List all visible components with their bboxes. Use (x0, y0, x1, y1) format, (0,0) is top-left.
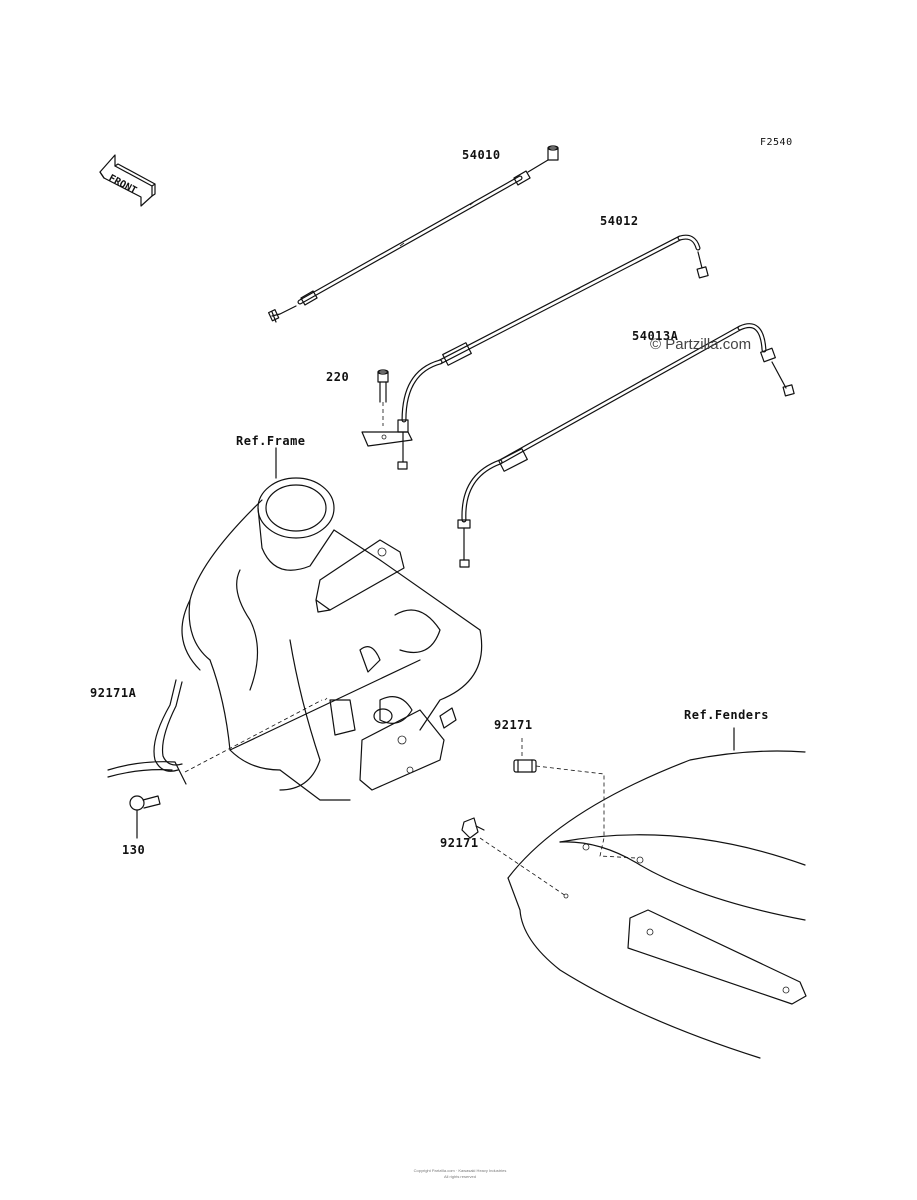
label-ref-fenders: Ref.Fenders (684, 708, 769, 722)
label-130: 130 (122, 843, 146, 857)
label-92171-top: 92171 (494, 718, 533, 732)
frame (181, 477, 483, 801)
cable-54010 (267, 145, 559, 323)
clamp-92171-top (513, 738, 637, 859)
clamp-92171A (107, 679, 323, 785)
figure-code: F2540 (760, 137, 793, 148)
label-92171-bottom: 92171 (440, 836, 479, 850)
label-54013A: 54013A (632, 329, 679, 343)
footer-line-1: Copyright Partzilla.com · Kawasaki Heavy… (413, 1168, 507, 1173)
watermark: © Partzilla.com (650, 336, 752, 353)
bolt-130 (129, 795, 161, 839)
clamp-92171-bottom (461, 817, 567, 897)
cable-54013A (457, 323, 795, 568)
label-54012: 54012 (600, 214, 639, 228)
footer-line-2: All rights reserved (443, 1174, 476, 1179)
label-220: 220 (326, 370, 350, 384)
bolt-220 (377, 369, 389, 426)
front-arrow-icon: FRONT (99, 154, 156, 207)
cable-54012 (361, 234, 709, 470)
label-92171A: 92171A (90, 686, 137, 700)
fender (507, 727, 807, 1059)
label-ref-frame: Ref.Frame (236, 434, 306, 448)
label-54010: 54010 (462, 148, 501, 162)
